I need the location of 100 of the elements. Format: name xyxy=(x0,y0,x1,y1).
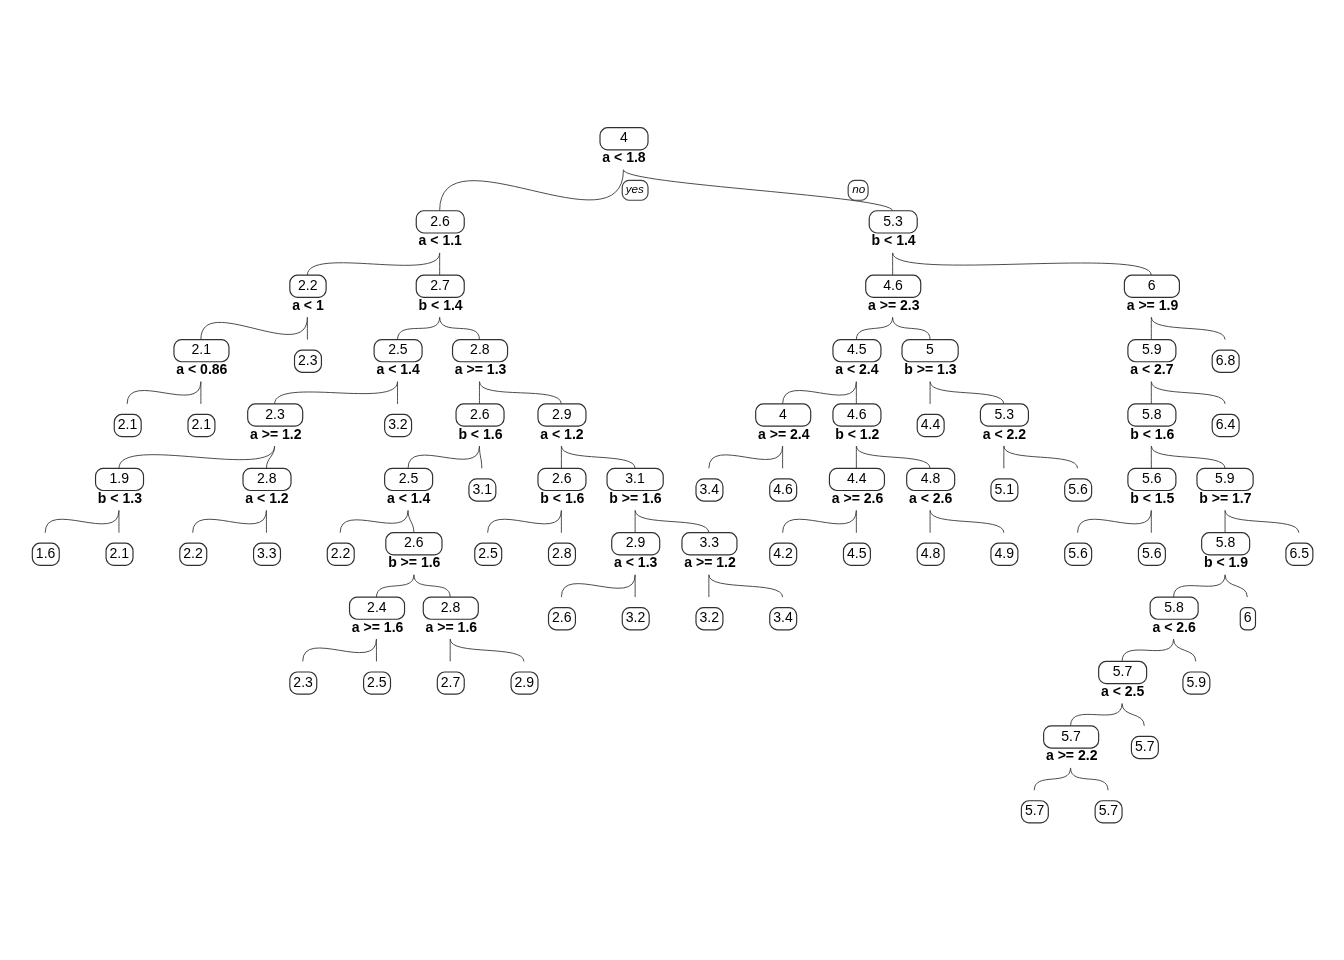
node-box: 4.8 xyxy=(916,542,945,567)
node-label: a < 1 xyxy=(292,296,324,313)
node-box: 2.1 xyxy=(105,542,134,567)
connector xyxy=(200,316,308,340)
connector xyxy=(306,252,441,276)
connector xyxy=(487,509,562,534)
node-box: 2.9 xyxy=(537,403,587,427)
node-box: 4.5 xyxy=(832,338,882,363)
node-box: 3.1 xyxy=(606,467,664,492)
node-box: 2.3 xyxy=(289,671,318,695)
node-label: b >= 1.3 xyxy=(904,361,957,378)
connector xyxy=(855,445,931,469)
node-box: 3.4 xyxy=(769,607,798,631)
connector xyxy=(306,316,308,340)
connector xyxy=(708,574,784,598)
node-box: 2.4 xyxy=(348,596,406,620)
node-box: 4.4 xyxy=(828,467,886,492)
node-box: 2.8 xyxy=(451,338,509,363)
connector xyxy=(929,509,1005,534)
node-box: 5.7 xyxy=(1098,660,1148,685)
connector xyxy=(265,509,267,534)
node-box: 4 xyxy=(599,127,649,151)
node-box: 2.9 xyxy=(510,671,539,695)
node-box: 5.7 xyxy=(1020,800,1049,824)
node-label: a < 2.6 xyxy=(909,489,953,506)
node-box: 3.2 xyxy=(695,607,724,631)
node-label: b >= 1.6 xyxy=(388,554,441,571)
connector xyxy=(622,169,894,212)
node-box: 6.5 xyxy=(1285,542,1314,567)
node-label: a < 2.6 xyxy=(1152,618,1196,635)
node-label: b < 1.6 xyxy=(458,425,503,442)
node-label: a < 1.8 xyxy=(602,149,646,166)
connector xyxy=(1150,316,1226,340)
connector xyxy=(1150,509,1152,534)
node-box: 5.8 xyxy=(1149,596,1199,620)
node-box: 4.8 xyxy=(906,467,956,492)
node-label: a >= 2.4 xyxy=(758,425,810,442)
node-box: 2.7 xyxy=(415,274,465,298)
node-box: 2.8 xyxy=(242,467,292,492)
connector xyxy=(1070,767,1109,791)
node-box: 2.7 xyxy=(436,671,465,695)
node-box: 4.5 xyxy=(842,542,871,567)
node-label: a >= 1.6 xyxy=(425,618,478,635)
node-box: 3.4 xyxy=(695,478,724,502)
connector xyxy=(375,638,377,662)
connector xyxy=(708,574,710,598)
connector xyxy=(439,169,624,212)
node-label: b < 1.4 xyxy=(418,296,463,313)
connector xyxy=(478,381,562,405)
node-label: a >= 1.6 xyxy=(351,618,404,635)
node-box: 2.2 xyxy=(179,542,208,567)
node-box: 3.3 xyxy=(681,532,738,556)
connector xyxy=(634,509,710,534)
connector xyxy=(397,381,398,405)
node-box: 5.3 xyxy=(868,210,918,234)
connector xyxy=(1224,574,1248,598)
node-box: 2.1 xyxy=(187,413,216,438)
node-label: a < 1.2 xyxy=(245,489,289,506)
node-label: a >= 1.3 xyxy=(454,361,507,378)
connector xyxy=(634,509,636,534)
connector xyxy=(782,381,857,405)
node-box: 5.9 xyxy=(1196,467,1254,492)
node-box: 5.9 xyxy=(1182,671,1211,695)
node-label: a < 0.86 xyxy=(176,361,228,378)
node-box: 2.5 xyxy=(384,467,434,492)
node-label: b < 1.6 xyxy=(540,489,585,506)
node-label: b < 1.6 xyxy=(1130,425,1175,442)
connector xyxy=(118,509,120,534)
node-box: 3.3 xyxy=(252,542,282,567)
node-box: 2.5 xyxy=(474,542,503,567)
node-label: b < 1.4 xyxy=(871,232,916,249)
connector xyxy=(1173,574,1226,598)
node-box: 2.9 xyxy=(611,532,661,556)
node-box: 3.1 xyxy=(468,478,497,502)
node-box: 4.9 xyxy=(990,542,1019,567)
node-label: a < 1.4 xyxy=(376,361,420,378)
node-label: a < 2.7 xyxy=(1130,361,1174,378)
connector xyxy=(407,509,415,534)
connector xyxy=(413,574,451,598)
connector xyxy=(1003,445,1079,469)
connector xyxy=(478,381,480,405)
node-box: 2.6 xyxy=(385,532,443,556)
node-box: 6 xyxy=(1239,607,1257,631)
node-label: a >= 1.2 xyxy=(250,425,302,442)
connector xyxy=(1121,703,1145,727)
node-label: b < 1.3 xyxy=(97,489,142,506)
connector xyxy=(892,252,1152,276)
node-box: 4.2 xyxy=(769,542,798,567)
connector xyxy=(560,445,636,469)
node-label: b >= 1.6 xyxy=(609,489,662,506)
node-box: 5.8 xyxy=(1127,403,1177,427)
connector xyxy=(560,574,636,598)
node-box: 2.1 xyxy=(113,413,142,438)
node-label: b < 1.2 xyxy=(835,425,880,442)
node-label: b < 1.9 xyxy=(1203,554,1249,571)
connector xyxy=(782,445,784,469)
connector xyxy=(407,445,480,469)
connector xyxy=(449,638,525,662)
node-box: 2.5 xyxy=(373,338,423,363)
connector xyxy=(1077,509,1152,534)
